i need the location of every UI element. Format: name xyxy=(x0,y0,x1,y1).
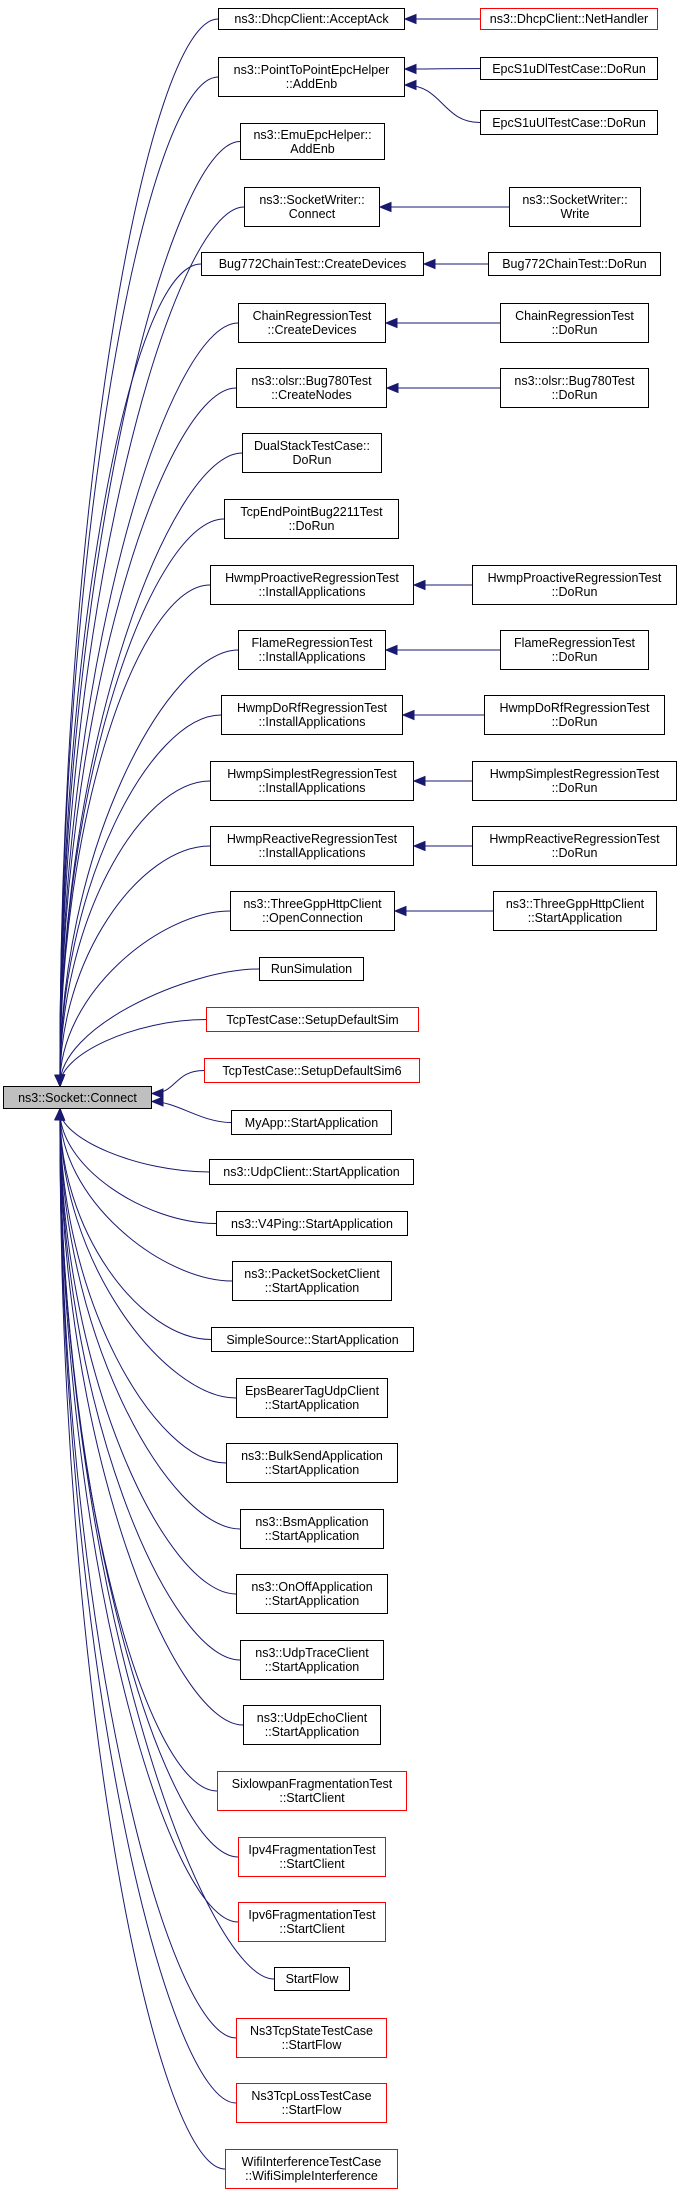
node-epsbearertagudpclient-startapplication[interactable]: EpsBearerTagUdpClient ::StartApplication xyxy=(236,1378,388,1418)
caller-c15a-arrowhead xyxy=(393,905,407,917)
node-chainregressiontest-createdevices[interactable]: ChainRegressionTest ::CreateDevices xyxy=(238,303,386,343)
node-dualstacktestcase-dorun[interactable]: DualStackTestCase:: DoRun xyxy=(242,433,382,473)
node-ns3-udpechoclient-startapplication[interactable]: ns3::UdpEchoClient ::StartApplication xyxy=(243,1705,381,1745)
caller-c4-edge xyxy=(59,206,245,1087)
node-hwmpdorfregressiontest-dorun[interactable]: HwmpDoRfRegressionTest ::DoRun xyxy=(484,695,665,735)
node-ns3-emuepchelper-addenb[interactable]: ns3::EmuEpcHelper:: AddEnb xyxy=(240,123,385,160)
caller-c4a-arrowhead xyxy=(378,201,392,213)
caller-c22-edge xyxy=(59,1108,233,1282)
node-hwmpproactiveregressiontest-installapplications[interactable]: HwmpProactiveRegressionTest ::InstallApp… xyxy=(210,565,414,605)
node-hwmpreactiveregressiontest-installapplications[interactable]: HwmpReactiveRegressionTest ::InstallAppl… xyxy=(210,826,414,866)
caller-c29-edge xyxy=(59,1108,244,1726)
node-tcptestcase-setupdefaultsim[interactable]: TcpTestCase::SetupDefaultSim xyxy=(206,1007,419,1032)
node-wifiinterferencetestcase-wifisimpleinterference[interactable]: WifiInterferenceTestCase ::WifiSimpleInt… xyxy=(225,2149,398,2189)
caller-c14-edge xyxy=(59,845,211,1087)
caller-c31-edge xyxy=(59,1108,239,1858)
node-hwmpproactiveregressiontest-dorun[interactable]: HwmpProactiveRegressionTest ::DoRun xyxy=(472,565,677,605)
node-ipv6fragmentationtest-startclient[interactable]: Ipv6FragmentationTest ::StartClient xyxy=(238,1902,386,1942)
caller-c6a-arrowhead xyxy=(384,317,398,329)
caller-c19-arrowhead xyxy=(150,1096,164,1107)
caller-c35-edge xyxy=(59,1108,237,2104)
root-node-socket-connect: ns3::Socket::Connect xyxy=(3,1086,152,1109)
caller-c16-edge xyxy=(59,968,260,1087)
node-runsimulation[interactable]: RunSimulation xyxy=(259,957,364,981)
node-epcs1udltestcase-dorun[interactable]: EpcS1uDlTestCase::DoRun xyxy=(480,57,658,80)
caller-c28-edge xyxy=(59,1108,241,1661)
node-ns3-onoffapplication-startapplication[interactable]: ns3::OnOffApplication ::StartApplication xyxy=(236,1574,388,1614)
caller-c11-edge xyxy=(59,649,239,1087)
node-ns3-threegpphttpclient-openconnection[interactable]: ns3::ThreeGppHttpClient ::OpenConnection xyxy=(230,891,395,931)
node-tcpendpointbug2211test-dorun[interactable]: TcpEndPointBug2211Test ::DoRun xyxy=(224,499,399,539)
node-ns3tcplosstestcase-startflow[interactable]: Ns3TcpLossTestCase ::StartFlow xyxy=(236,2083,387,2123)
caller-c5-edge xyxy=(59,263,202,1087)
node-ns3-udpclient-startapplication[interactable]: ns3::UdpClient::StartApplication xyxy=(209,1159,414,1185)
caller-c10-edge xyxy=(59,584,211,1087)
node-ns3-dhcpclient-nethandler[interactable]: ns3::DhcpClient::NetHandler xyxy=(480,8,658,30)
node-ns3-udptraceclient-startapplication[interactable]: ns3::UdpTraceClient ::StartApplication xyxy=(240,1640,384,1680)
caller-c18-arrowhead xyxy=(150,1088,164,1099)
caller-c27-edge xyxy=(59,1108,237,1595)
node-tcptestcase-setupdefaultsim6[interactable]: TcpTestCase::SetupDefaultSim6 xyxy=(204,1058,420,1083)
caller-c25-edge xyxy=(59,1108,227,1464)
caller-c14a-arrowhead xyxy=(412,840,426,852)
node-ns3tcpstatetestcase-startflow[interactable]: Ns3TcpStateTestCase ::StartFlow xyxy=(236,2018,387,2058)
caller-c12a-arrowhead xyxy=(401,709,415,721)
caller-c2b-arrowhead xyxy=(403,79,417,91)
caller-c13-edge xyxy=(59,780,211,1087)
node-startflow[interactable]: StartFlow xyxy=(274,1967,350,1991)
caller-c2b-edge xyxy=(404,84,481,123)
node-simplesource-startapplication[interactable]: SimpleSource::StartApplication xyxy=(211,1327,414,1352)
node-ns3-v4ping-startapplication[interactable]: ns3::V4Ping::StartApplication xyxy=(216,1211,408,1236)
caller-c6-edge xyxy=(59,322,239,1087)
node-flameregressiontest-dorun[interactable]: FlameRegressionTest ::DoRun xyxy=(500,630,649,670)
caller-c21-edge xyxy=(59,1108,217,1224)
caller-c26-edge xyxy=(59,1108,241,1530)
node-epcs1uultestcase-dorun[interactable]: EpcS1uUlTestCase::DoRun xyxy=(480,110,658,135)
node-flameregressiontest-installapplications[interactable]: FlameRegressionTest ::InstallApplication… xyxy=(238,630,386,670)
caller-c7a-arrowhead xyxy=(385,382,399,394)
node-chainregressiontest-dorun[interactable]: ChainRegressionTest ::DoRun xyxy=(500,303,649,343)
caller-c5a-arrowhead xyxy=(422,258,436,270)
caller-c24-edge xyxy=(59,1108,237,1399)
node-bug772chaintest-createdevices[interactable]: Bug772ChainTest::CreateDevices xyxy=(201,252,424,276)
node-ns3-socketwriter-connect[interactable]: ns3::SocketWriter:: Connect xyxy=(244,187,380,227)
caller-c36-arrowhead xyxy=(54,1107,66,1121)
caller-c2-edge xyxy=(59,76,219,1087)
node-ipv4fragmentationtest-startclient[interactable]: Ipv4FragmentationTest ::StartClient xyxy=(238,1837,386,1877)
caller-c3-edge xyxy=(59,141,241,1087)
node-ns3-threegpphttpclient-startapplication[interactable]: ns3::ThreeGppHttpClient ::StartApplicati… xyxy=(493,891,657,931)
caller-c12-edge xyxy=(59,714,222,1087)
node-hwmpreactiveregressiontest-dorun[interactable]: HwmpReactiveRegressionTest ::DoRun xyxy=(472,826,677,866)
caller-c15-edge xyxy=(59,910,231,1087)
caller-c1a-arrowhead xyxy=(403,13,417,25)
node-ns3-pointtopointepchelper-addenb[interactable]: ns3::PointToPointEpcHelper ::AddEnb xyxy=(218,57,405,97)
node-ns3-olsr-bug780test-createnodes[interactable]: ns3::olsr::Bug780Test ::CreateNodes xyxy=(236,368,387,408)
caller-c1-edge xyxy=(59,18,219,1087)
node-bug772chaintest-dorun[interactable]: Bug772ChainTest::DoRun xyxy=(488,252,661,276)
node-ns3-dhcpclient-acceptack[interactable]: ns3::DhcpClient::AcceptAck xyxy=(218,8,405,30)
node-ns3-olsr-bug780test-dorun[interactable]: ns3::olsr::Bug780Test ::DoRun xyxy=(500,368,649,408)
node-hwmpdorfregressiontest-installapplications[interactable]: HwmpDoRfRegressionTest ::InstallApplicat… xyxy=(221,695,403,735)
caller-c11a-arrowhead xyxy=(384,644,398,656)
caller-c33-edge xyxy=(59,1108,275,1980)
caller-c36-edge xyxy=(59,1108,226,2170)
caller-c23-edge xyxy=(59,1108,212,1340)
caller-c7-edge xyxy=(59,387,237,1087)
node-hwmpsimplestregressiontest-dorun[interactable]: HwmpSimplestRegressionTest ::DoRun xyxy=(472,761,677,801)
caller-c2a-arrowhead xyxy=(403,63,417,75)
node-ns3-socketwriter-write[interactable]: ns3::SocketWriter:: Write xyxy=(509,187,641,227)
caller-c13a-arrowhead xyxy=(412,775,426,787)
caller-c10a-arrowhead xyxy=(412,579,426,591)
caller-c17-arrowhead xyxy=(54,1074,65,1088)
node-ns3-bsmapplication-startapplication[interactable]: ns3::BsmApplication ::StartApplication xyxy=(240,1509,384,1549)
node-ns3-bulksendapplication-startapplication[interactable]: ns3::BulkSendApplication ::StartApplicat… xyxy=(226,1443,398,1483)
node-hwmpsimplestregressiontest-installapplications[interactable]: HwmpSimplestRegressionTest ::InstallAppl… xyxy=(210,761,414,801)
node-ns3-packetsocketclient-startapplication[interactable]: ns3::PacketSocketClient ::StartApplicati… xyxy=(232,1261,392,1301)
caller-c19-edge xyxy=(151,1101,232,1123)
node-sixlowpanfragmentationtest-startclient[interactable]: SixlowpanFragmentationTest ::StartClient xyxy=(217,1771,407,1811)
node-myapp-startapplication[interactable]: MyApp::StartApplication xyxy=(231,1110,392,1135)
caller-c34-edge xyxy=(59,1108,237,2039)
